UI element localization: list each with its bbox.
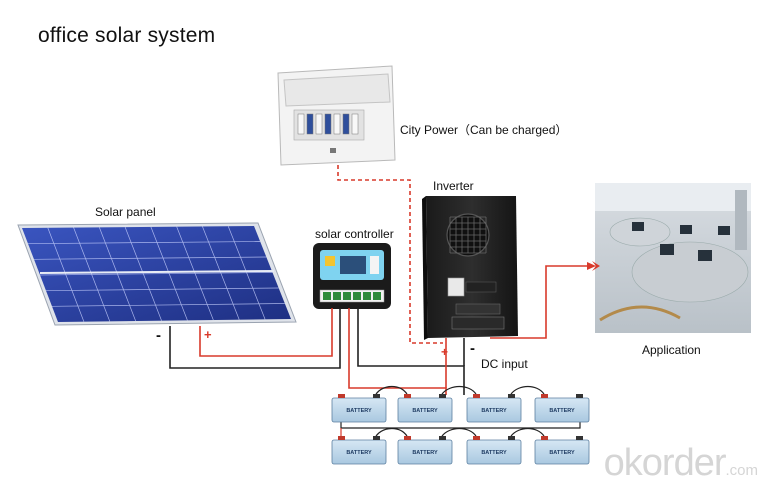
battery: BATTERY [534,436,590,465]
battery: BATTERY [397,394,453,423]
arrow-to-application-icon [587,262,596,270]
inverter-negative-sign: - [470,340,475,357]
battery: BATTERY [331,436,387,465]
panel-positive-sign: + [204,327,212,342]
battery-label: BATTERY [549,408,575,414]
panel-negative-sign: - [156,327,161,344]
solar-controller-unit [313,243,391,309]
solar-panel-label: Solar panel [95,205,156,219]
office-application-photo [595,183,751,333]
battery: BATTERY [534,394,590,423]
application-label: Application [642,343,701,357]
battery-label: BATTERY [346,408,372,414]
battery-label: BATTERY [412,450,438,456]
solar-panel [17,222,297,326]
inverter-positive-sign: + [441,345,449,359]
inverter-unit [422,196,518,340]
wiring [169,165,592,395]
dc-input-label: DC input [481,357,528,371]
watermark-suffix: .com [725,462,758,479]
battery-label: BATTERY [481,450,507,456]
watermark-brand: okorder [603,442,727,484]
watermark: okorder.com [604,442,758,485]
battery: BATTERY [331,394,387,423]
city-power-box [277,65,396,166]
battery-bank: BATTERY BATTERY BATTERY BATTERY BATTERY BATTE… [331,394,590,465]
battery: BATTERY [466,436,522,465]
battery-label: BATTERY [481,408,507,414]
city-power-label: City Power（Can be charged） [400,123,568,137]
page-title: office solar system [38,24,216,47]
battery-label: BATTERY [412,408,438,414]
battery-label: BATTERY [549,450,575,456]
inverter-label: Inverter [433,179,474,193]
battery: BATTERY [466,394,522,423]
solar-controller-label: solar controller [315,227,394,241]
battery-label: BATTERY [346,450,372,456]
battery: BATTERY [397,436,453,465]
